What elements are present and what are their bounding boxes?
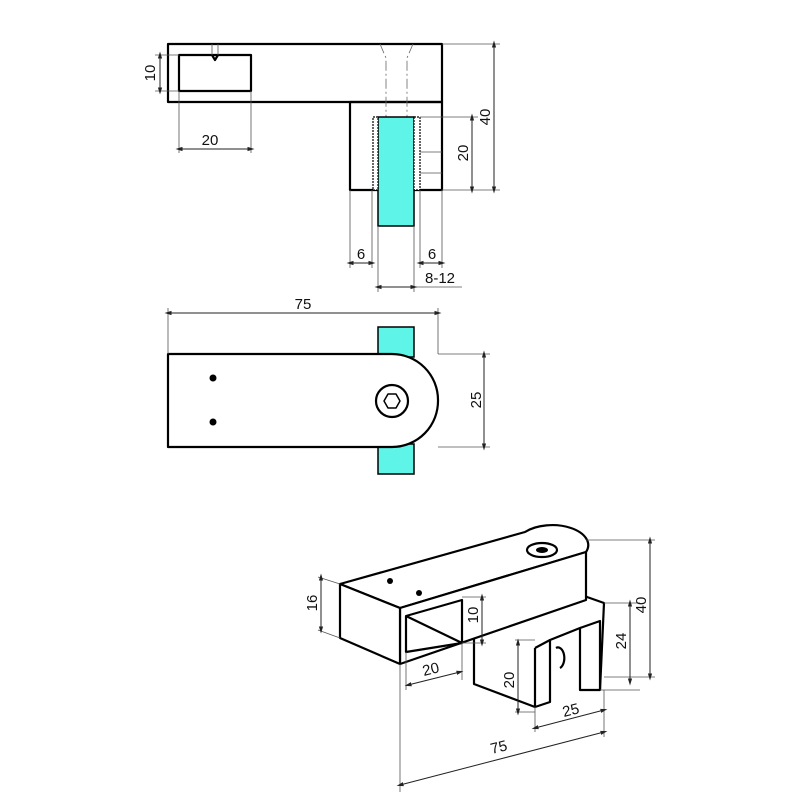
iso-dim-clamp-width: 25 bbox=[561, 700, 581, 721]
hidden-bolt-lines bbox=[379, 43, 414, 117]
gasket-right bbox=[413, 116, 421, 191]
top-bar-body bbox=[166, 42, 444, 104]
iso-bolt-head bbox=[525, 541, 559, 559]
set-screw-tip bbox=[211, 54, 219, 62]
iso-dim-clamp-depth: 20 bbox=[501, 672, 518, 689]
iso-hex-socket-icon bbox=[536, 547, 548, 553]
top-view: 10 20 40 20 6 6 8-12 bbox=[142, 40, 500, 292]
dim-wall-left: 6 bbox=[357, 246, 365, 263]
isometric-view: 16 10 20 20 24 40 25 75 bbox=[304, 524, 655, 792]
gasket-left bbox=[372, 116, 379, 191]
bolt-end bbox=[555, 646, 566, 669]
bolt-head bbox=[374, 383, 410, 419]
square-slot bbox=[177, 53, 253, 93]
dim-glass-thickness: 8-12 bbox=[425, 270, 455, 287]
clamp-body bbox=[166, 352, 440, 449]
iso-dim-length: 75 bbox=[489, 737, 509, 758]
iso-dim-clamp-height: 24 bbox=[613, 633, 630, 650]
front-view: 75 25 bbox=[164, 296, 490, 475]
hex-socket-icon bbox=[383, 393, 401, 409]
screw-hole bbox=[209, 418, 217, 426]
glass-bottom bbox=[377, 443, 415, 475]
dim-slot-height: 10 bbox=[142, 65, 159, 82]
iso-top-face bbox=[338, 524, 590, 610]
iso-dim-slot-width: 20 bbox=[421, 659, 441, 680]
dim-total-height: 40 bbox=[477, 109, 494, 126]
glass-panel bbox=[377, 116, 415, 227]
iso-dim-slot-height: 10 bbox=[465, 607, 482, 624]
dim-width: 25 bbox=[468, 392, 485, 409]
dim-wall-right: 6 bbox=[428, 246, 436, 263]
iso-dim-total-height: 40 bbox=[633, 597, 650, 614]
dim-slot-width: 20 bbox=[202, 132, 219, 149]
dim-clamp-depth: 20 bbox=[455, 145, 472, 162]
iso-dim-height: 16 bbox=[304, 595, 321, 612]
glass-top bbox=[377, 326, 415, 358]
screw-hole bbox=[209, 374, 217, 382]
dim-length: 75 bbox=[295, 296, 312, 313]
